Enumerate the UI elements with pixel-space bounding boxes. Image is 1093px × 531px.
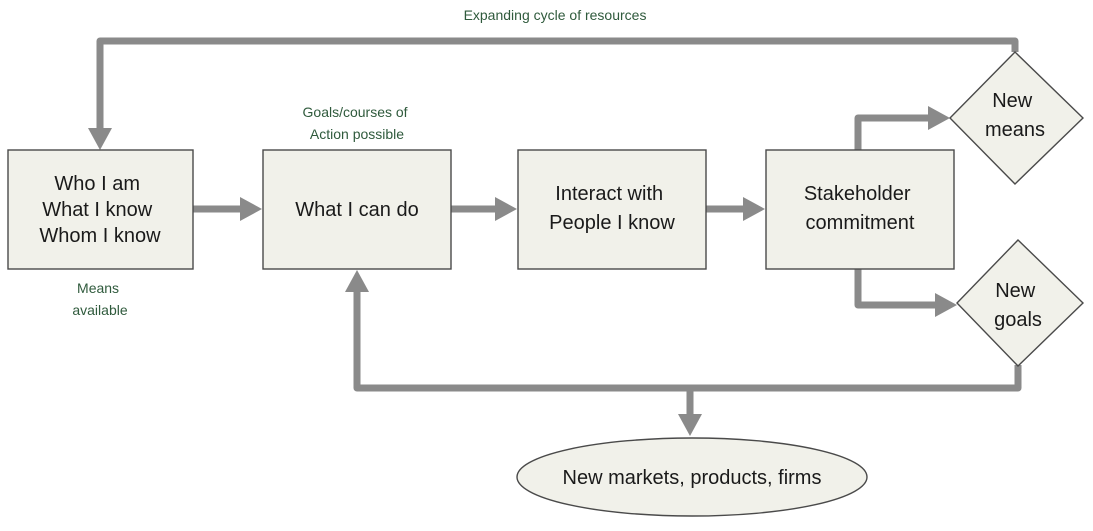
who-i-am-label: Who I am What I know Whom I know [39, 173, 161, 247]
who-i-am-box: Who I am What I know Whom I know [7, 149, 194, 270]
stakeholder-box: Stakeholder commitment [765, 149, 955, 270]
stakeholder-to-new-means-connector [854, 114, 930, 150]
who-to-what-arrowhead [240, 197, 262, 221]
stakeholder-to-new-means-arrowhead [928, 106, 950, 130]
stakeholder-to-new-goals-connector [854, 269, 937, 309]
interact-box: Interact with People I know [517, 149, 707, 270]
new-goals-diamond: New goals [956, 239, 1085, 367]
interact-to-stakeholder-arrowhead [743, 197, 765, 221]
new-means-label: New means [985, 90, 1045, 141]
what-i-can-do-box: What I can do [262, 149, 452, 270]
cycle-loop-arrowhead [88, 128, 112, 150]
stakeholder-label: Stakeholder commitment [804, 183, 916, 234]
new-means-diamond: New means [949, 51, 1085, 185]
what-to-interact-arrowhead [495, 197, 517, 221]
new-markets-ellipse: New markets, products, firms [516, 437, 868, 517]
new-goals-label: New goals [994, 280, 1042, 331]
goals-loop-arrowhead [345, 270, 369, 292]
what-i-can-do-label: What I can do [295, 199, 418, 221]
interact-label: Interact with People I know [549, 183, 675, 234]
means-available-annotation: Means available [72, 280, 127, 318]
new-markets-label: New markets, products, firms [563, 467, 822, 489]
stakeholder-to-new-goals-arrowhead [935, 293, 957, 317]
goals-possible-annotation: Goals/courses of Action possible [303, 104, 412, 142]
expanding-cycle-annotation: Expanding cycle of resources [464, 7, 647, 23]
markets-branch-arrowhead [678, 414, 702, 436]
cycle-loop-connector [96, 37, 1019, 130]
